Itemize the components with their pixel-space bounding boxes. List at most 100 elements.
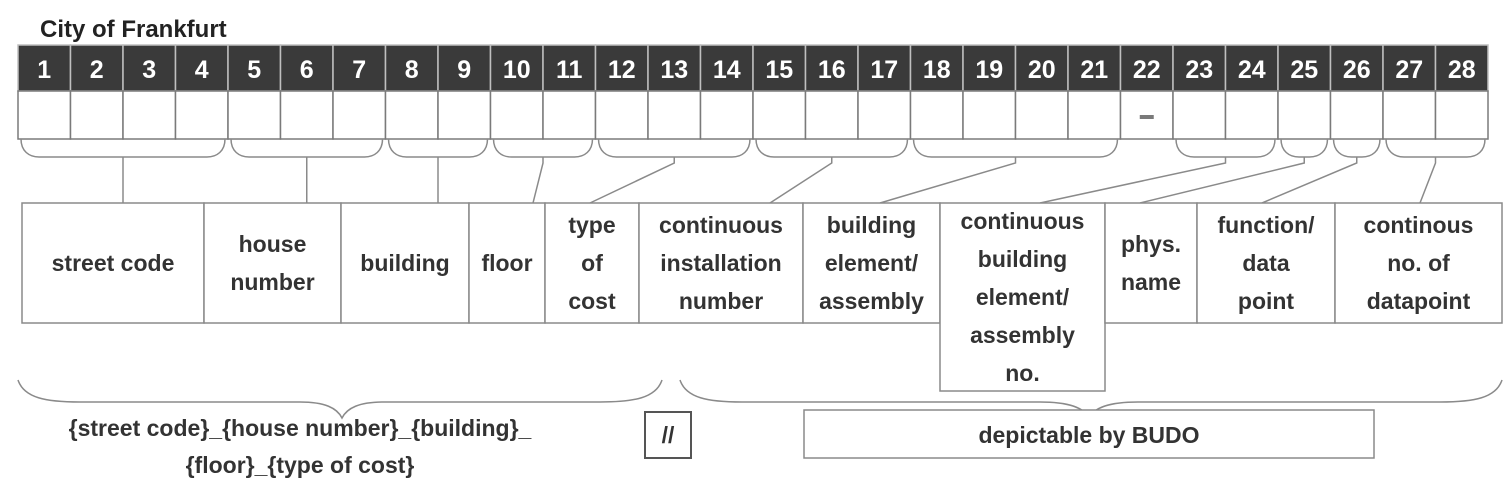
position-number: 21 [1080, 56, 1108, 84]
connector-line [589, 157, 675, 204]
position-cell [1329, 90, 1384, 140]
field-label-line: floor [481, 250, 532, 276]
position-header-cell [1172, 44, 1227, 92]
field-box [802, 202, 941, 324]
position-cell [647, 90, 702, 140]
position-number: 24 [1238, 56, 1266, 84]
position-group-bracket [1175, 138, 1276, 158]
position-cell [122, 90, 177, 140]
position-number: 9 [457, 56, 471, 84]
divider-mark: // [662, 422, 675, 448]
connector-line [1039, 157, 1227, 204]
field-box [1334, 202, 1503, 324]
position-cell [1382, 90, 1437, 140]
field-box [1104, 202, 1198, 324]
position-group-bracket [597, 138, 751, 158]
field-label-line: continous [1364, 212, 1474, 238]
field-box [203, 202, 342, 324]
position-group-bracket [492, 138, 594, 158]
diagram-title: City of Frankfurt [40, 16, 227, 43]
field-label-line: building [978, 246, 1067, 272]
left-formula-line-1: {street code}_{house number}_{building}_ [69, 415, 532, 441]
connector-line [532, 157, 544, 204]
field-box [1196, 202, 1336, 324]
position-number: 20 [1028, 56, 1056, 84]
field-label-line: point [1238, 288, 1295, 314]
field-continous-no-of-datapoint: continous no. of datapoint [1334, 202, 1503, 324]
position-cell [752, 90, 807, 140]
position-group-bracket [1280, 138, 1329, 158]
position-cell [1277, 90, 1332, 140]
field-building: building [340, 202, 470, 324]
separator-mark [1139, 115, 1154, 119]
position-header-cell [69, 44, 124, 92]
field-label-line: no. [1005, 360, 1040, 386]
position-cell [542, 90, 597, 140]
position-number: 7 [352, 56, 366, 84]
position-group-bracket [20, 138, 226, 158]
field-label-line: data [1242, 250, 1290, 276]
position-number: 19 [975, 56, 1003, 84]
field-label-line: of [581, 250, 603, 276]
position-number: 26 [1343, 56, 1371, 84]
budo-box [803, 409, 1375, 459]
position-number: 22 [1133, 56, 1161, 84]
left-formula-line-2: {floor}_{type of cost} [186, 452, 415, 478]
position-header-cell [1382, 44, 1437, 92]
position-cell [1434, 90, 1489, 140]
position-cell [279, 90, 334, 140]
position-cell [804, 90, 859, 140]
position-number: 14 [713, 56, 741, 84]
position-number: 5 [247, 56, 261, 84]
position-number: 3 [142, 56, 156, 84]
position-cell [962, 90, 1017, 140]
position-number: 4 [195, 56, 209, 84]
position-cell-row [17, 90, 1489, 140]
position-cell [384, 90, 439, 140]
position-header-cell [17, 44, 72, 92]
position-header-cell [699, 44, 754, 92]
position-cell [1224, 90, 1279, 140]
field-label-line: datapoint [1367, 288, 1471, 314]
position-cell [1172, 90, 1227, 140]
position-cell [857, 90, 912, 140]
position-group-bracket [230, 138, 384, 158]
position-number: 25 [1290, 56, 1318, 84]
position-number: 8 [405, 56, 419, 84]
position-header-cell [804, 44, 859, 92]
field-label-line: building [360, 250, 449, 276]
left-group-brace [17, 379, 663, 420]
position-header-cell [1014, 44, 1069, 92]
field-phys-name: phys.name [1104, 202, 1198, 324]
position-cell [332, 90, 387, 140]
position-number: 27 [1395, 56, 1423, 84]
group-connector-lines [122, 157, 1437, 204]
field-label-line: element/ [825, 250, 919, 276]
position-cell [699, 90, 754, 140]
field-label-line: element/ [976, 284, 1070, 310]
field-label-line: continuous [659, 212, 783, 238]
position-cell [174, 90, 229, 140]
position-cell [227, 90, 282, 140]
position-header-cell [594, 44, 649, 92]
position-number: 28 [1448, 56, 1476, 84]
position-number: 11 [556, 56, 583, 84]
position-number: 23 [1185, 56, 1213, 84]
field-label-line: number [679, 288, 763, 314]
position-group-bracket [755, 138, 909, 158]
position-group-bracket [387, 138, 489, 158]
field-box [468, 202, 546, 324]
position-cell [489, 90, 544, 140]
connector-line [769, 157, 833, 204]
position-cell [69, 90, 124, 140]
field-label-line: function/ [1217, 212, 1315, 238]
position-header-cell [1067, 44, 1122, 92]
position-group-bracket [912, 138, 1119, 158]
position-cell [17, 90, 72, 140]
position-header-cell [962, 44, 1017, 92]
field-label-line: no. of [1387, 250, 1450, 276]
position-cell [1067, 90, 1122, 140]
